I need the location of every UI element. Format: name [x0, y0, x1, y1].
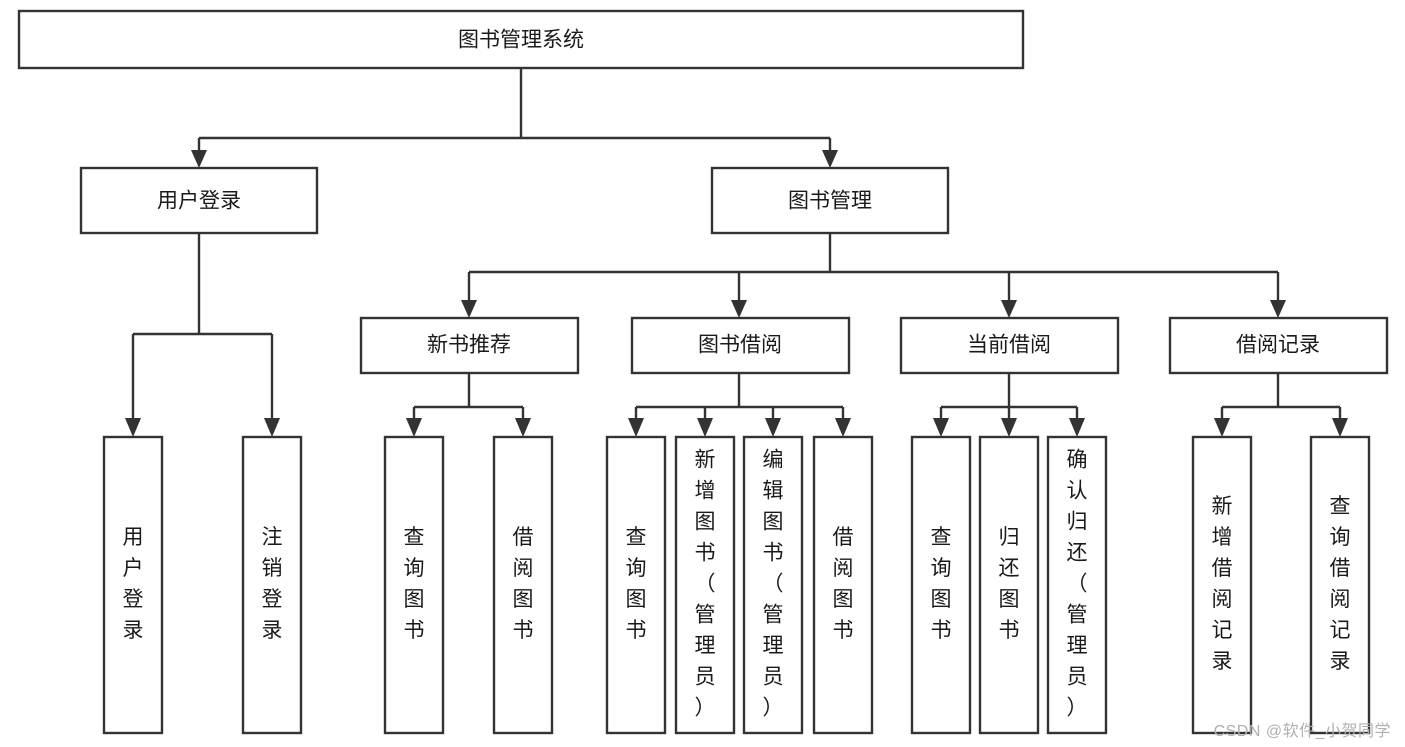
node-leaf-confirm-return-admin[interactable]: 确认归还（管理员）	[1046, 435, 1108, 735]
node-borrowing-record[interactable]: 借阅记录	[1168, 316, 1389, 375]
node-box	[812, 435, 874, 735]
node-box	[359, 316, 580, 375]
node-current-borrowing[interactable]: 当前借阅	[899, 316, 1120, 375]
node-label: 借阅图书	[513, 526, 534, 642]
node-book-borrowing[interactable]: 图书借阅	[630, 316, 851, 375]
node-box	[1046, 435, 1108, 735]
arrow-head-icon	[461, 300, 477, 318]
node-leaf-borrow-books-recommend[interactable]: 借阅图书	[492, 435, 554, 735]
arrow-head-icon	[822, 150, 838, 168]
connector-layer	[125, 68, 1348, 437]
node-book-management-system[interactable]: 图书管理系统	[17, 9, 1025, 70]
node-box	[383, 435, 445, 735]
node-label: 图书管理系统	[458, 29, 584, 52]
node-box	[1168, 316, 1389, 375]
node-box	[674, 435, 736, 735]
node-leaf-query-books-borrow[interactable]: 查询图书	[605, 435, 667, 735]
node-label: 查询图书	[931, 526, 952, 642]
arrow-head-icon	[731, 300, 747, 318]
node-label: 新书推荐	[427, 334, 511, 357]
node-label: 借阅记录	[1236, 334, 1320, 357]
arrow-head-icon	[264, 418, 280, 437]
node-leaf-borrow-books[interactable]: 借阅图书	[812, 435, 874, 735]
node-box	[742, 435, 804, 735]
node-new-book-recommendation[interactable]: 新书推荐	[359, 316, 580, 375]
arrow-head-icon	[1001, 300, 1017, 318]
arrow-head-icon	[1069, 418, 1085, 437]
node-label: 借阅图书	[833, 526, 854, 642]
node-label: 归还图书	[999, 526, 1020, 642]
node-label: 图书管理	[788, 190, 872, 213]
arrow-head-icon	[1270, 300, 1286, 318]
node-leaf-add-book-admin[interactable]: 新增图书（管理员）	[674, 435, 736, 735]
node-box	[1191, 435, 1253, 735]
node-book-management[interactable]: 图书管理	[710, 166, 950, 235]
node-label: 图书借阅	[698, 334, 782, 357]
node-leaf-logout[interactable]: 注销登录	[241, 435, 303, 735]
node-label: 新增借阅记录	[1212, 495, 1233, 673]
node-leaf-query-borrow-record[interactable]: 查询借阅记录	[1309, 435, 1371, 735]
arrow-head-icon	[1214, 418, 1230, 437]
arrow-head-icon	[1001, 418, 1017, 437]
node-label: 注销登录	[262, 526, 283, 642]
node-leaf-add-borrow-record[interactable]: 新增借阅记录	[1191, 435, 1253, 735]
arrow-head-icon	[515, 418, 531, 437]
node-leaf-query-books-recommend[interactable]: 查询图书	[383, 435, 445, 735]
node-label: 用户登录	[157, 190, 241, 213]
node-user-login[interactable]: 用户登录	[79, 166, 319, 235]
node-box	[102, 435, 164, 735]
node-label: 查询图书	[626, 526, 647, 642]
node-box	[710, 166, 950, 235]
node-box	[605, 435, 667, 735]
node-label: 确认归还（管理员）	[1067, 449, 1088, 720]
node-box	[492, 435, 554, 735]
arrow-head-icon	[191, 150, 207, 168]
watermark-text: CSDN @软件_小贺同学	[1213, 723, 1391, 740]
node-label: 查询借阅记录	[1330, 495, 1351, 673]
arrow-head-icon	[125, 418, 141, 437]
node-label: 编辑图书（管理员）	[763, 449, 784, 720]
node-leaf-return-books[interactable]: 归还图书	[978, 435, 1040, 735]
node-box	[241, 435, 303, 735]
arrow-head-icon	[765, 418, 781, 437]
node-label: 新增图书（管理员）	[695, 449, 716, 720]
node-label: 查询图书	[404, 526, 425, 642]
arrow-head-icon	[1332, 418, 1348, 437]
node-box	[899, 316, 1120, 375]
arrow-head-icon	[835, 418, 851, 437]
node-label: 当前借阅	[967, 334, 1051, 357]
node-leaf-user-login[interactable]: 用户登录	[102, 435, 164, 735]
node-box	[630, 316, 851, 375]
arrow-head-icon	[697, 418, 713, 437]
arrow-head-icon	[406, 418, 422, 437]
node-leaf-edit-book-admin[interactable]: 编辑图书（管理员）	[742, 435, 804, 735]
arrow-head-icon	[628, 418, 644, 437]
node-box	[79, 166, 319, 235]
node-box	[1309, 435, 1371, 735]
node-box	[17, 9, 1025, 70]
node-box	[978, 435, 1040, 735]
node-leaf-query-books-current[interactable]: 查询图书	[910, 435, 972, 735]
arrow-head-icon	[933, 418, 949, 437]
node-box	[910, 435, 972, 735]
node-label: 用户登录	[123, 526, 144, 642]
